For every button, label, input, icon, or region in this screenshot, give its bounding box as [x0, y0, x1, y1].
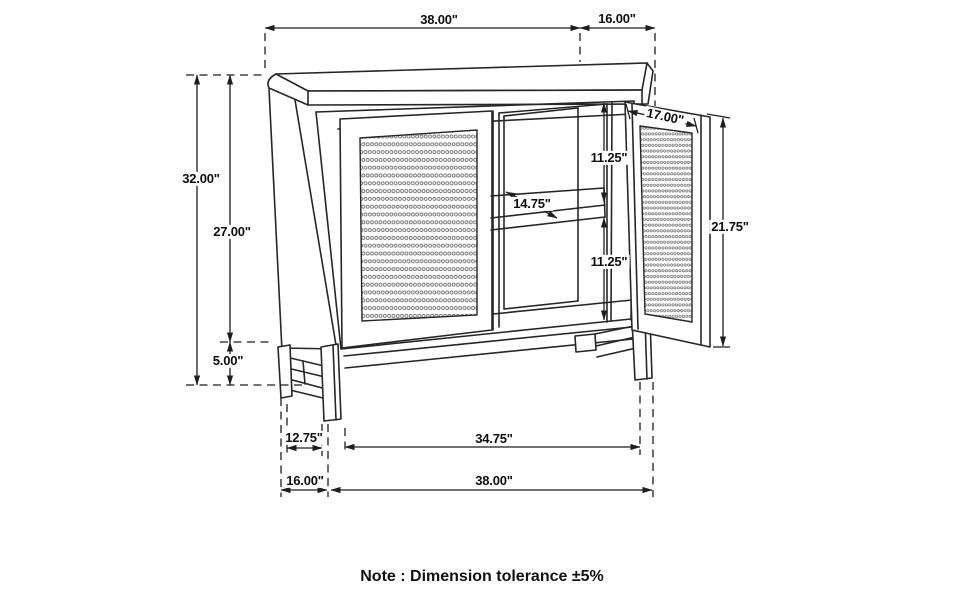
left-mesh-door — [339, 110, 493, 349]
dim-overall-height-label: 32.00" — [180, 170, 222, 187]
open-compartment — [490, 102, 633, 331]
tolerance-note: Note : Dimension tolerance ±5% — [360, 568, 604, 585]
dim-bottom-width-label: 38.00" — [473, 472, 515, 489]
dim-lower-opening-label: 11.25" — [588, 253, 630, 270]
dim-leg-inset-label: 12.75" — [283, 429, 325, 446]
dim-shelf-depth-label: 14.75" — [511, 195, 553, 212]
right-mesh-door-open — [624, 101, 711, 348]
dim-base-height-label: 5.00" — [210, 352, 246, 369]
dim-bottom-depth-label: 16.00" — [284, 472, 326, 489]
dim-carcass-height-label: 27.00" — [211, 223, 253, 240]
cabinet-top-slab — [267, 62, 654, 106]
dim-top-depth-label: 16.00" — [596, 10, 638, 27]
dim-inner-span-label: 34.75" — [473, 430, 515, 447]
dim-top-width-label: 38.00" — [418, 11, 460, 28]
dim-door-height-label: 21.75" — [709, 218, 751, 235]
dim-upper-opening-label: 11.25" — [588, 149, 630, 166]
